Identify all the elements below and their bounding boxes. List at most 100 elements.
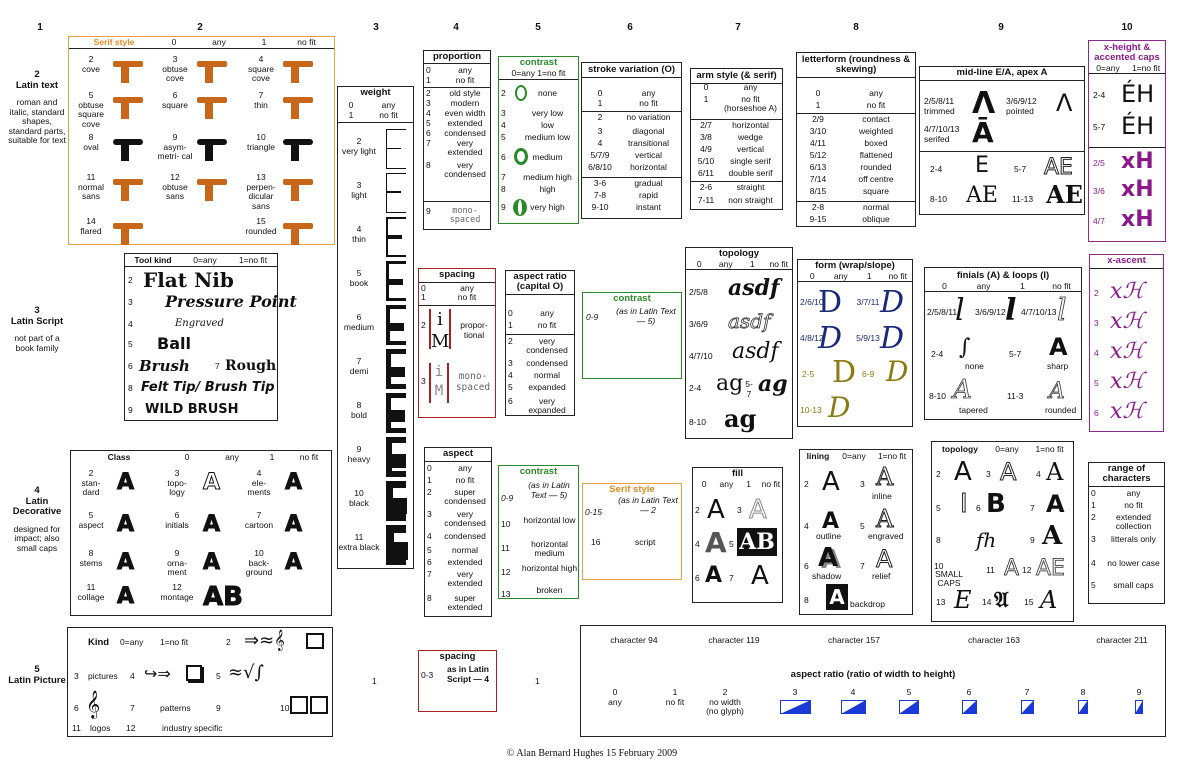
cl-hany: any — [225, 452, 239, 462]
aspect-num: 8 — [1080, 687, 1086, 697]
row-num: 10 — [501, 519, 511, 529]
serif-label: 4 square cove — [248, 54, 274, 83]
glyph-l: l — [1005, 293, 1017, 328]
glyph-a-pointed: Λ — [1056, 89, 1073, 117]
lining-backdrop: backdrop — [850, 599, 885, 609]
row-label: no fit — [455, 75, 475, 85]
row-label: condensed — [444, 531, 486, 541]
midline-panel: mid-line E/A, apex A 2/5/8/11 trimmed Λ … — [919, 66, 1085, 215]
row-label: very condensed — [444, 160, 486, 180]
fill-h0: 0 — [701, 479, 707, 489]
class-num: 4 — [256, 468, 262, 478]
lining-header: lining 0=any 1=no fit — [800, 450, 912, 462]
glyph-a: A — [1046, 458, 1064, 486]
col5-value: 1 — [535, 676, 540, 686]
glyph-d: D — [886, 355, 909, 388]
row-label: no fit — [866, 100, 886, 110]
row-num: 7 — [501, 172, 506, 182]
class-name: stems — [79, 557, 103, 568]
row-num: 0 — [597, 88, 603, 98]
serif-glyph-icon — [113, 61, 151, 83]
glyph-l: l — [955, 293, 965, 328]
tk-sample: Engraved — [175, 318, 224, 329]
cl-h1: 1 — [269, 452, 275, 462]
class-name: aspect — [78, 519, 104, 530]
glyph-l: l — [1057, 293, 1067, 328]
serif-name: flared — [80, 225, 102, 236]
serif-name: rounded — [245, 225, 277, 236]
row-num: 6 — [427, 557, 432, 567]
topo-sample: asdf — [728, 309, 771, 333]
small-caps: SMALL CAPS — [935, 569, 963, 588]
aspect-ratio-box — [1078, 700, 1088, 714]
serif-bar — [197, 97, 227, 103]
glyph-i: I — [960, 489, 969, 519]
arrow-icon: ↪⇒ — [144, 664, 171, 683]
kind-panel: Kind 0=any 1=no fit 2 ⇒≈𝄞 3 pictures 4 ↪… — [67, 627, 333, 737]
serif-bar — [283, 179, 313, 185]
row-label: contact — [862, 114, 890, 124]
row-label-latin-picture: 5 Latin Picture — [8, 664, 66, 686]
proportion-title: proportion — [424, 51, 490, 64]
row-label: any — [869, 88, 883, 98]
header-1: 1 — [261, 37, 267, 47]
row-num: 5 — [1091, 580, 1096, 590]
w-h1-n: 1 — [348, 110, 354, 120]
row-num: 2 — [508, 336, 513, 346]
fin-n: 2/5/8/11 — [927, 307, 958, 317]
row-label: diagonal — [632, 126, 665, 136]
aspect-outline — [899, 700, 919, 714]
box-icon — [186, 665, 202, 681]
xh-h0: 0=any — [1096, 63, 1120, 73]
topo-sample: ag — [716, 371, 744, 396]
ap-title: aspect ratio (ratio of width to height) — [790, 669, 956, 680]
weight-num: 7 — [356, 356, 362, 366]
serif-style-header: Serif style 0 any 1 no fit — [69, 37, 334, 49]
row-num: 5/7/9 — [590, 150, 610, 160]
divider — [1089, 147, 1165, 148]
divider — [691, 119, 782, 120]
row-label-latin-text: 2 Latin text roman and italic, standard … — [8, 69, 66, 146]
row-num: 1 — [703, 94, 709, 104]
serif-decorative-panel: Serif style 0-15 (as in Latin Text — 2 1… — [582, 483, 682, 580]
row-label: horizontal high — [521, 563, 578, 573]
weight-name: heavy — [347, 453, 371, 464]
fin-label: rounded — [1045, 405, 1077, 415]
glyph-a: A — [1004, 556, 1020, 582]
tk-num: 3 — [128, 297, 133, 307]
row-label: super extended — [447, 593, 483, 613]
xh-num: 2-4 — [1093, 90, 1106, 100]
x-ascent-title: x-ascent — [1090, 255, 1163, 269]
class-glyph: A — [202, 470, 221, 496]
weight-name: extra black — [338, 541, 380, 552]
serif-label: 9 asym- metri- cal — [157, 132, 193, 161]
row-num: 6/13 — [809, 162, 827, 172]
e-bar — [392, 454, 406, 468]
serif-label: 3 obtuse cove — [162, 54, 188, 83]
weight-name: light — [351, 189, 367, 200]
aspect-item: 6 — [947, 687, 991, 698]
tk-h1: 1=no fit — [238, 255, 268, 265]
row-num: 1 — [1091, 500, 1096, 510]
f-h2: 1 — [866, 271, 872, 281]
midline-e-2-4: 2-4 — [930, 164, 943, 174]
serif-label: 7 thin — [254, 90, 268, 110]
sp-pic-l: as in Latin Script — 4 — [446, 664, 490, 684]
serif-label: 15 rounded — [245, 216, 277, 236]
